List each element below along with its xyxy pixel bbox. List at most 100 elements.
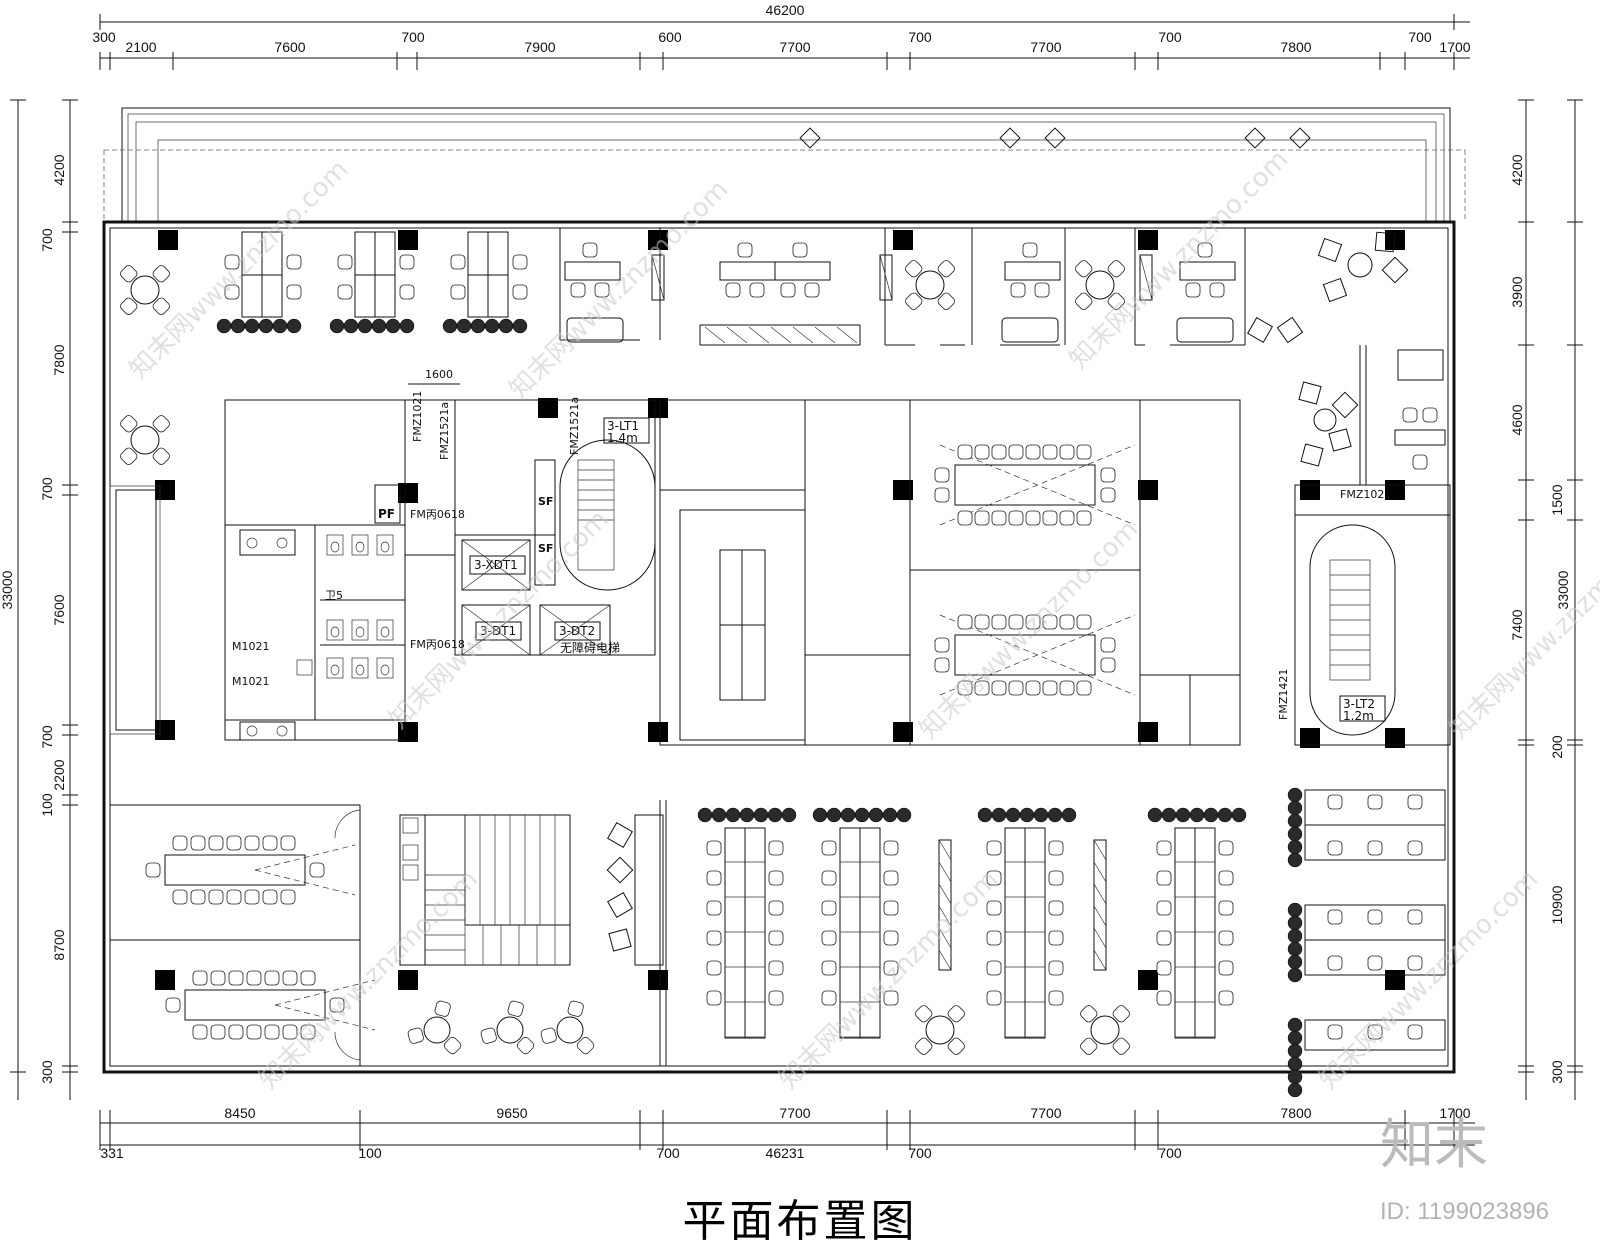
chair-icon [152,415,170,433]
chair-icon [1008,444,1024,460]
dim-right-2: 4600 [1509,404,1525,435]
cabinet [651,254,665,301]
meeting-table [954,464,1096,506]
chair-icon [1107,292,1125,310]
chair-icon [1076,614,1092,630]
chair-icon [883,900,899,916]
round-table [556,1016,584,1044]
barrier-free-elevator-label: 无障碍电梯 [560,640,620,655]
chair-icon [749,282,765,298]
chair-icon [1218,840,1234,856]
dim-right-1: 3900 [1509,276,1525,307]
chair-icon [1185,282,1201,298]
chair-icon [567,1000,584,1017]
round-table [925,1015,955,1045]
dim-bottom-total: 46231 [766,1145,805,1161]
dim-bottom-5: 1700 [1439,1105,1470,1121]
lounge-chair [606,856,634,884]
chair-icon [1042,614,1058,630]
chair-icon [576,1036,595,1055]
chair-icon [957,614,973,630]
chair-icon [1407,840,1423,856]
toilet-icon [326,657,344,679]
cabinet [1093,839,1107,971]
chair-icon [450,254,466,270]
chair-icon [516,1036,535,1055]
chair-icon [957,444,973,460]
chair-icon [706,960,722,976]
chair-icon [450,284,466,300]
plant-icon [216,318,232,334]
chair-icon [1327,840,1343,856]
bottom-dimensions: 8450 9650 7700 7700 7800 1700 331 100 70… [99,1105,1475,1161]
chair-icon [1407,955,1423,971]
chair-icon [934,487,950,503]
chair-icon [1059,680,1075,696]
plant-icon [1287,1069,1303,1085]
plant-icon [896,807,912,823]
watermark-9: 知末网www.znzmo.com [1314,864,1545,1095]
lower-stair [399,814,571,966]
chair-icon [1010,282,1026,298]
chair-icon [399,254,415,270]
round-table [1090,1015,1120,1045]
plant-icon [854,807,870,823]
dim-bottom2-4: 700 [1158,1145,1182,1161]
chair-icon [172,889,188,905]
drawing-title: 平面布置图 [682,1196,918,1247]
chair-icon [792,242,808,258]
plant-icon [1287,915,1303,931]
dim-bottom2-0: 331 [100,1145,124,1161]
chair-icon [821,960,837,976]
plant-icon [1287,1082,1303,1098]
chair-icon [1048,990,1064,1006]
chair-icon [821,870,837,886]
chair-icon [957,510,973,526]
chair-icon [986,990,1002,1006]
chair-icon [934,467,950,483]
sofa-icon [1001,317,1059,343]
chair-icon [934,637,950,653]
plant-icon [385,318,401,334]
chair-icon [300,970,316,986]
chair-icon [1197,242,1213,258]
chair-icon [1080,1005,1098,1023]
plant-icon [1217,807,1233,823]
chair-icon [329,997,345,1013]
planter-icon [1044,127,1066,149]
chair-icon [905,260,923,278]
chair-icon [282,970,298,986]
chair-icon [1112,1037,1130,1055]
chair-icon [915,1005,933,1023]
lt2-label: 3-LT2 [1343,697,1375,711]
dim-top-9: 700 [1158,29,1182,45]
chair-icon [883,930,899,946]
chair-icon [120,447,138,465]
chair-icon [246,970,262,986]
plant-icon [826,807,842,823]
chair-icon [1048,870,1064,886]
left-lounge [120,265,170,465]
dim-right-3: 1500 [1549,484,1565,515]
chair-icon [974,614,990,630]
chair-icon [407,1027,424,1044]
meeting-table [164,854,306,886]
dim-top-1: 2100 [125,39,156,55]
plant-icon [230,318,246,334]
chair-icon [1402,407,1418,423]
toilet-icon [326,534,344,556]
lounge-chair [1374,231,1396,253]
right-workstation-blocks [1287,787,1446,1098]
side-table [1347,252,1373,278]
fmz1021-label: FMZ1021 [411,391,424,442]
pf-label: PF [378,507,395,521]
round-table [130,275,160,305]
chair-icon [282,1024,298,1040]
chair-icon [1008,614,1024,630]
chair-icon [1025,680,1041,696]
column [1138,722,1158,742]
chair-icon [1076,680,1092,696]
plant-icon [882,807,898,823]
chair-icon [1156,930,1172,946]
dim-right-7: 300 [1549,1060,1565,1084]
